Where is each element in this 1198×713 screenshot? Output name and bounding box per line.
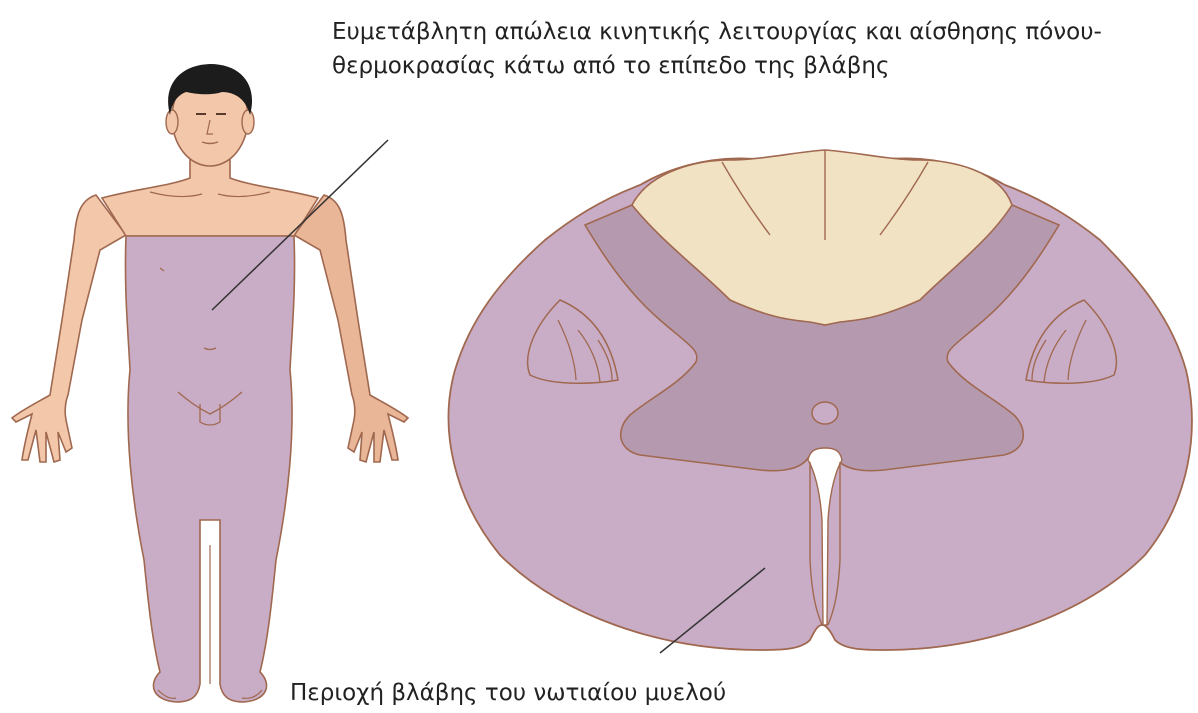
lesion-caption: Περιοχή βλάβης του νωτιαίου μυελού: [290, 676, 726, 710]
symptom-caption-line-2: θερμοκρασίας κάτω από το επίπεδο της βλά…: [332, 49, 1102, 83]
human-body-figure: [12, 64, 408, 702]
right-arm: [294, 195, 408, 462]
spinal-cord-cross-section: [449, 150, 1192, 650]
left-arm: [12, 195, 126, 462]
symptom-caption-line-1: Ευμετάβλητη απώλεια κινητικής λειτουργία…: [332, 15, 1102, 49]
central-canal: [812, 402, 838, 424]
symptom-caption: Ευμετάβλητη απώλεια κινητικής λειτουργία…: [332, 15, 1102, 83]
